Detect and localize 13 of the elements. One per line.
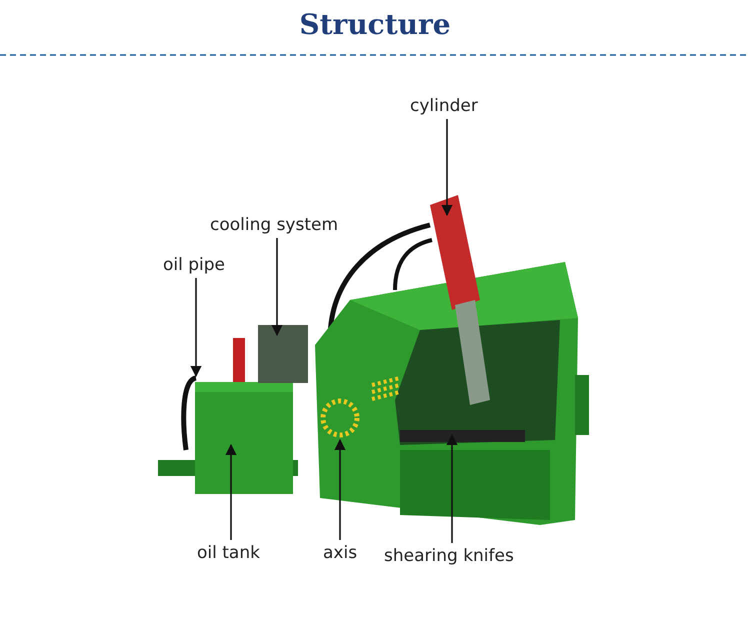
part-label: oil pipe [163,254,226,276]
part-label: shearing knifes [384,545,514,567]
leader-line [334,438,346,540]
leader-line [225,444,237,540]
leader-line [446,434,458,543]
title: Structure [298,8,452,41]
leader-line [190,278,202,378]
part-label: cooling system [210,214,338,236]
part-label: oil tank [197,542,260,564]
part-label: cylinder [410,95,478,117]
leader-line [441,119,453,216]
leader-line [271,238,283,336]
part-label: axis [323,542,358,564]
